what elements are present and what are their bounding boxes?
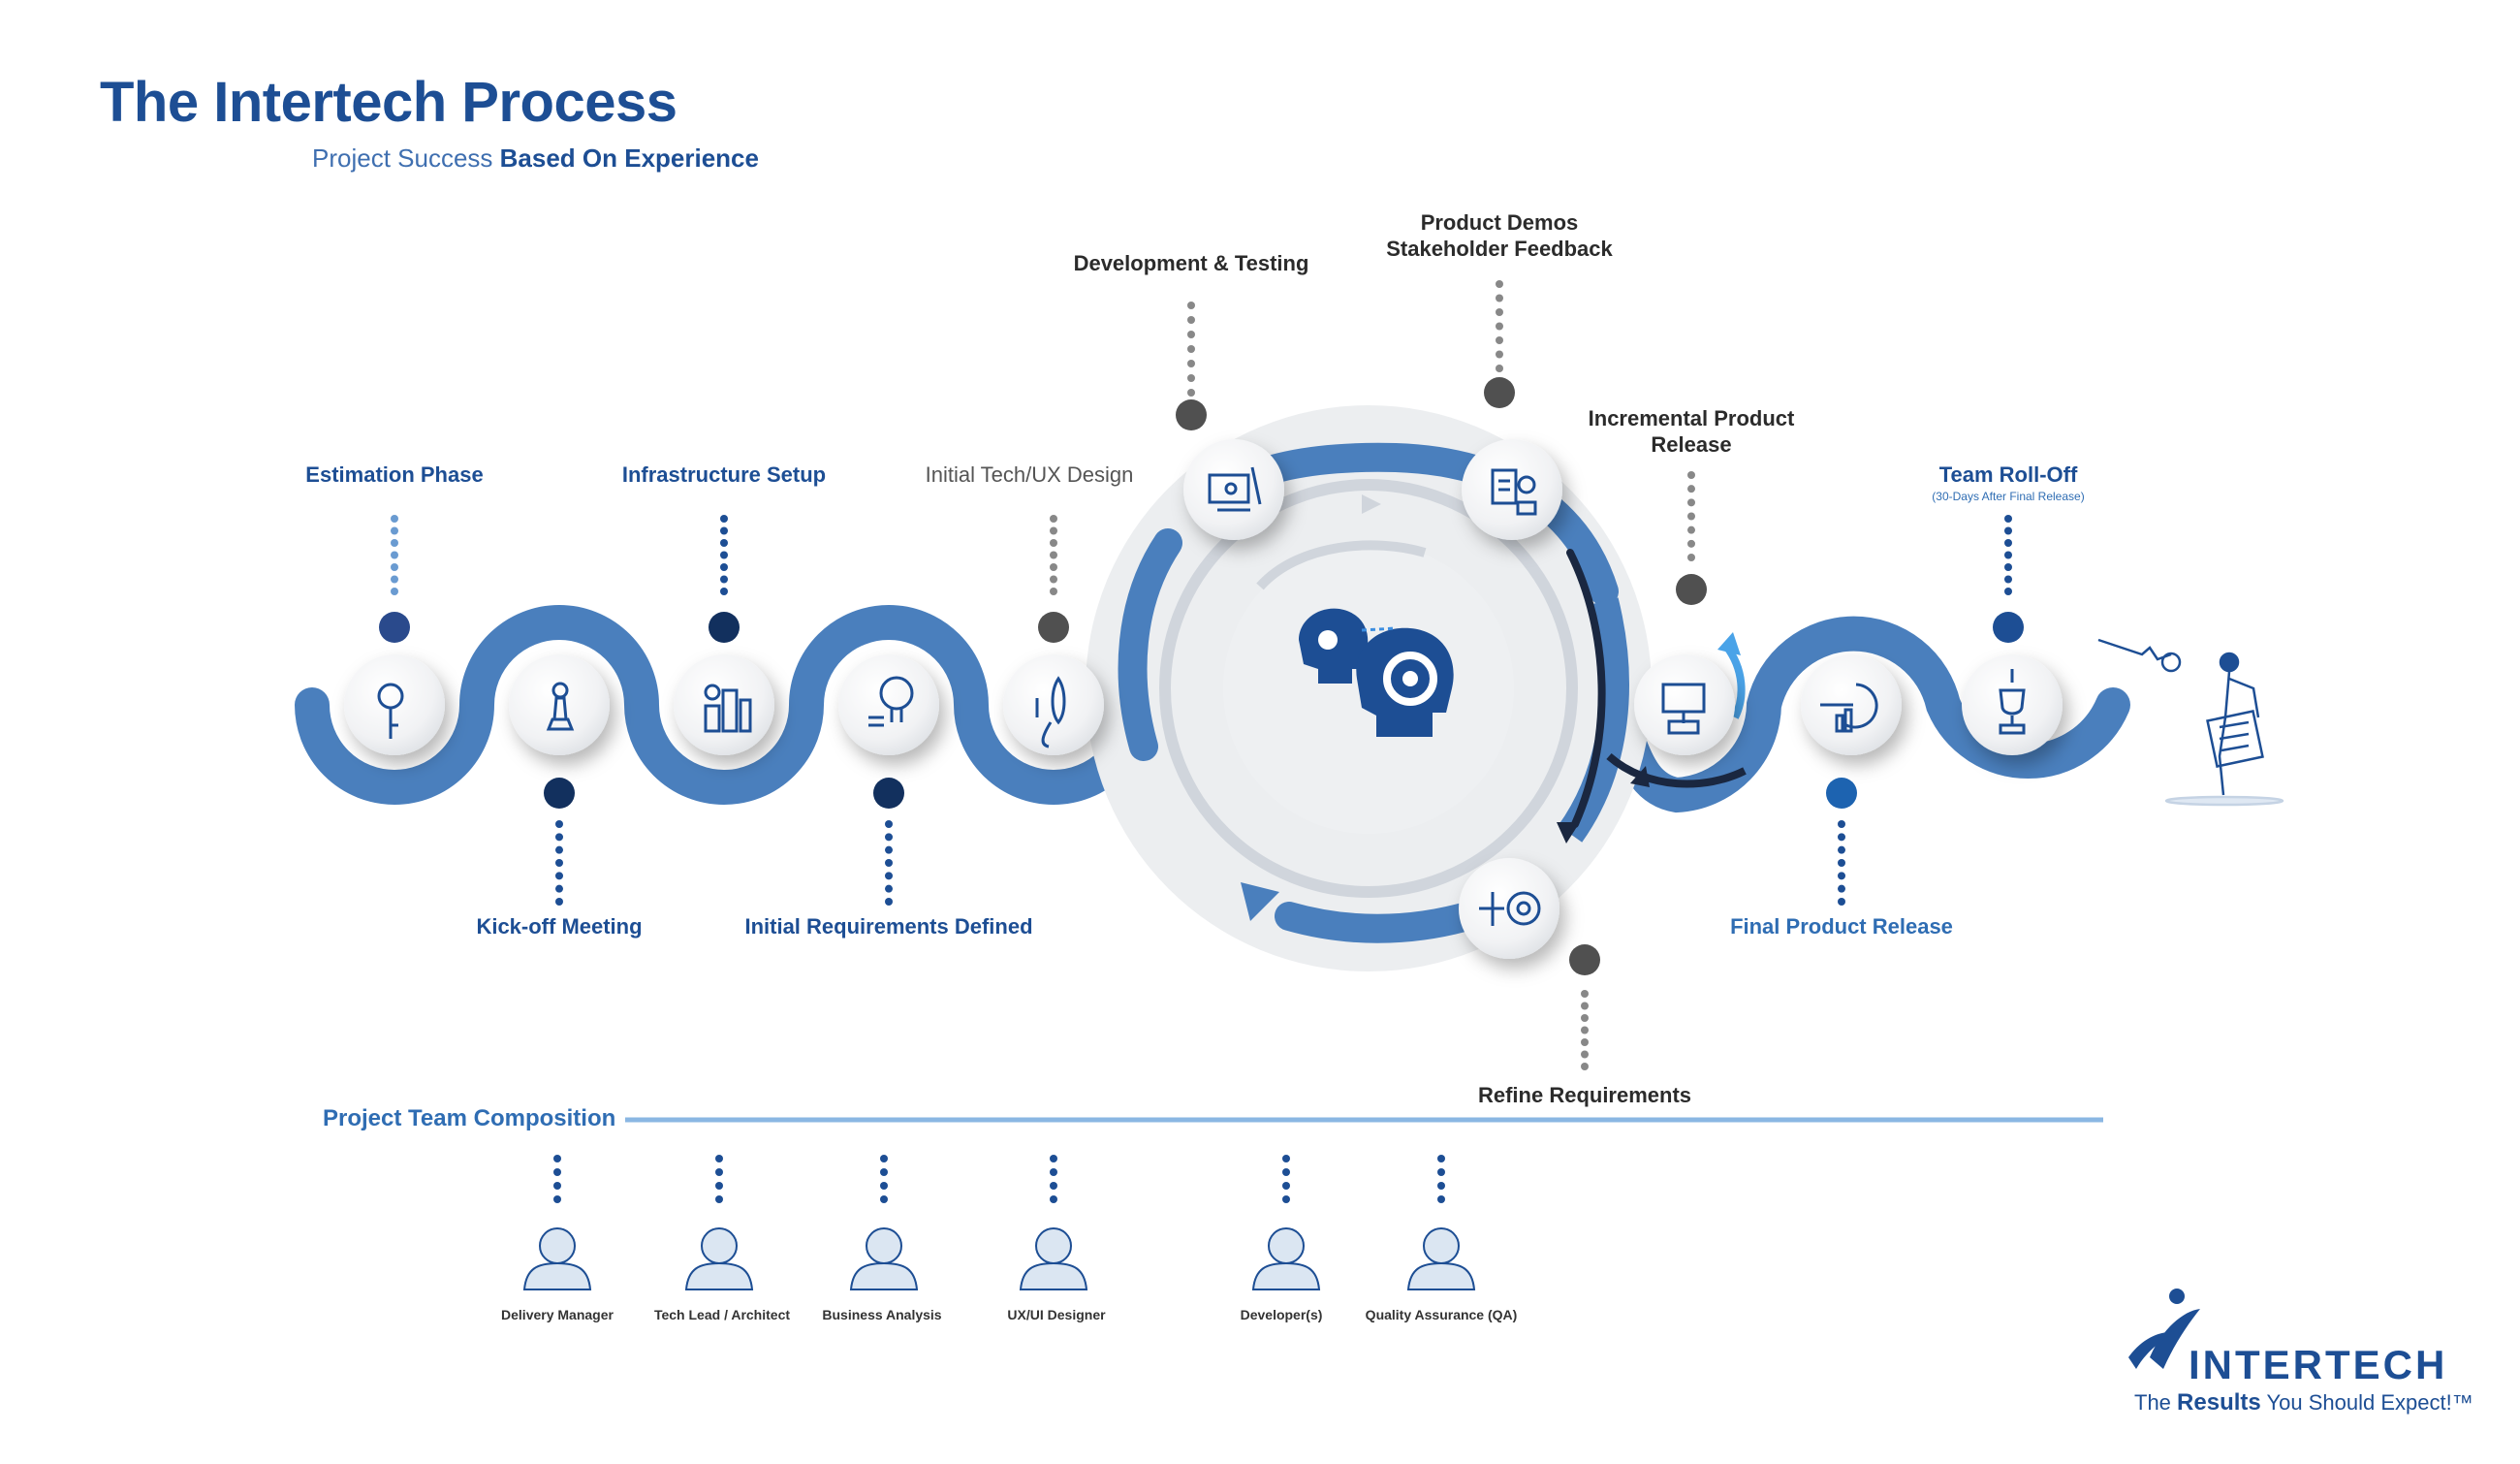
- tagline-bold: Results: [2177, 1389, 2261, 1416]
- role-avatars: [522, 1155, 1476, 1290]
- label-estimation: Estimation Phase: [305, 462, 484, 487]
- label-refine: Refine Requirements: [1477, 1083, 1692, 1107]
- label-tech-design: Initial Tech/UX Design: [925, 462, 1134, 487]
- release-dark-arc: [1606, 752, 1747, 788]
- release-blue-arrow: [1717, 632, 1741, 655]
- person-with-key-icon: [2097, 638, 2284, 807]
- head-gears-icon: [1299, 608, 1454, 737]
- connector-node: [1676, 574, 1707, 605]
- target-chart-icon: [1820, 683, 1878, 733]
- cycle-arc-left: [1118, 528, 1182, 761]
- role-avatar-icon: [1019, 1155, 1088, 1290]
- connector-node: [1993, 612, 2024, 643]
- role-avatar-icon: [522, 1155, 592, 1290]
- connector: [873, 778, 904, 906]
- chess-icon: [546, 682, 575, 731]
- blueprint-icon: [1208, 466, 1262, 512]
- connector: [1484, 280, 1515, 408]
- presentation-icon: [1491, 468, 1537, 516]
- process-wave: [295, 605, 1166, 805]
- role-label: UX/UI Designer: [1007, 1307, 1106, 1322]
- label-infrastructure: Infrastructure Setup: [621, 462, 827, 487]
- intertech-logo-icon: [2128, 1289, 2200, 1369]
- label-demos-line1: Product Demos: [1420, 210, 1579, 235]
- connector-node: [1826, 778, 1857, 809]
- team-title: Project Team Composition: [323, 1105, 616, 1131]
- role-label: Quality Assurance (QA): [1365, 1307, 1518, 1322]
- role-avatar-icon: [1406, 1155, 1476, 1290]
- cycle-inner-arc: [1256, 540, 1427, 590]
- connector: [1676, 471, 1707, 605]
- brain-lightbulb-icon: [868, 676, 914, 727]
- key-icon: [377, 683, 404, 739]
- connector: [1993, 515, 2024, 643]
- node-incremental: [1634, 654, 1735, 755]
- connector-node: [873, 778, 904, 809]
- role-label: Tech Lead / Architect: [653, 1307, 791, 1322]
- cycle-inner-arrow: [1362, 494, 1381, 514]
- connector-node: [709, 612, 740, 643]
- connector-node: [1038, 612, 1069, 643]
- node-dev-testing: [1183, 439, 1284, 540]
- node-demos: [1462, 439, 1562, 540]
- node-estimation: [344, 654, 445, 755]
- label-rolloff: Team Roll-Off: [1938, 462, 2078, 487]
- connector: [379, 515, 410, 643]
- cycle-arrow-left: [1241, 882, 1279, 921]
- tagline-post: You Should Expect!™: [2266, 1390, 2473, 1415]
- label-requirements: Initial Requirements Defined: [744, 914, 1033, 939]
- cycle-dark-arc: [1566, 549, 1606, 828]
- label-final-release: Final Product Release: [1730, 914, 1953, 939]
- release-arrow: [1630, 766, 1650, 787]
- role-label: Developer(s): [1240, 1307, 1323, 1322]
- connector: [1038, 515, 1069, 643]
- role-avatar-icon: [1251, 1155, 1321, 1290]
- label-kickoff: Kick-off Meeting: [476, 914, 643, 939]
- page-title: The Intertech Process: [100, 71, 677, 134]
- subtitle-light: Project Success: [312, 143, 493, 173]
- cycle-arc-right: [1558, 597, 1629, 843]
- monitor-release-icon: [1661, 683, 1706, 735]
- label-incremental-line2: Release: [1651, 432, 1732, 457]
- cycle-arc-bottom: [1275, 897, 1497, 943]
- connector: [544, 778, 575, 906]
- connector-node: [1569, 944, 1600, 975]
- node-requirements: [838, 654, 939, 755]
- gears-icon: [1479, 891, 1541, 926]
- connector: [1826, 778, 1857, 906]
- cycle-arrow-down: [1557, 822, 1580, 843]
- process-wave-right: [1611, 616, 2130, 813]
- label-dev-testing: Development & Testing: [1073, 251, 1309, 275]
- cycle-inner-ring: [1159, 479, 1578, 898]
- buildings-icon: [704, 684, 752, 733]
- tagline-pre: The: [2134, 1390, 2171, 1415]
- rocket-icon: [1035, 676, 1066, 748]
- connector-node: [544, 778, 575, 809]
- role-avatar-icon: [849, 1155, 919, 1290]
- brand-tagline: The Results You Should Expect!™: [2134, 1389, 2473, 1416]
- connector-node: [1176, 399, 1207, 430]
- trophy-icon: [1999, 669, 2026, 735]
- connector: [1569, 944, 1600, 1070]
- brand-name: INTERTECH: [2189, 1342, 2448, 1387]
- connector-node: [379, 612, 410, 643]
- node-rolloff: [1962, 654, 2063, 755]
- subtitle-bold: Based On Experience: [499, 143, 759, 173]
- node-kickoff: [509, 654, 610, 755]
- role-label: Business Analysis: [822, 1307, 942, 1322]
- role-avatar-icon: [684, 1155, 754, 1290]
- connector: [709, 515, 740, 643]
- label-incremental-line1: Incremental Product: [1588, 406, 1795, 430]
- role-label: Delivery Manager: [501, 1307, 614, 1322]
- connector: [1176, 302, 1207, 430]
- label-rolloff-note: (30-Days After Final Release): [1932, 490, 2085, 503]
- label-demos-line2: Stakeholder Feedback: [1386, 237, 1613, 261]
- connectors: [379, 280, 2024, 1070]
- connector-node: [1484, 377, 1515, 408]
- page-subtitle: Project Success Based On Experience: [312, 143, 759, 174]
